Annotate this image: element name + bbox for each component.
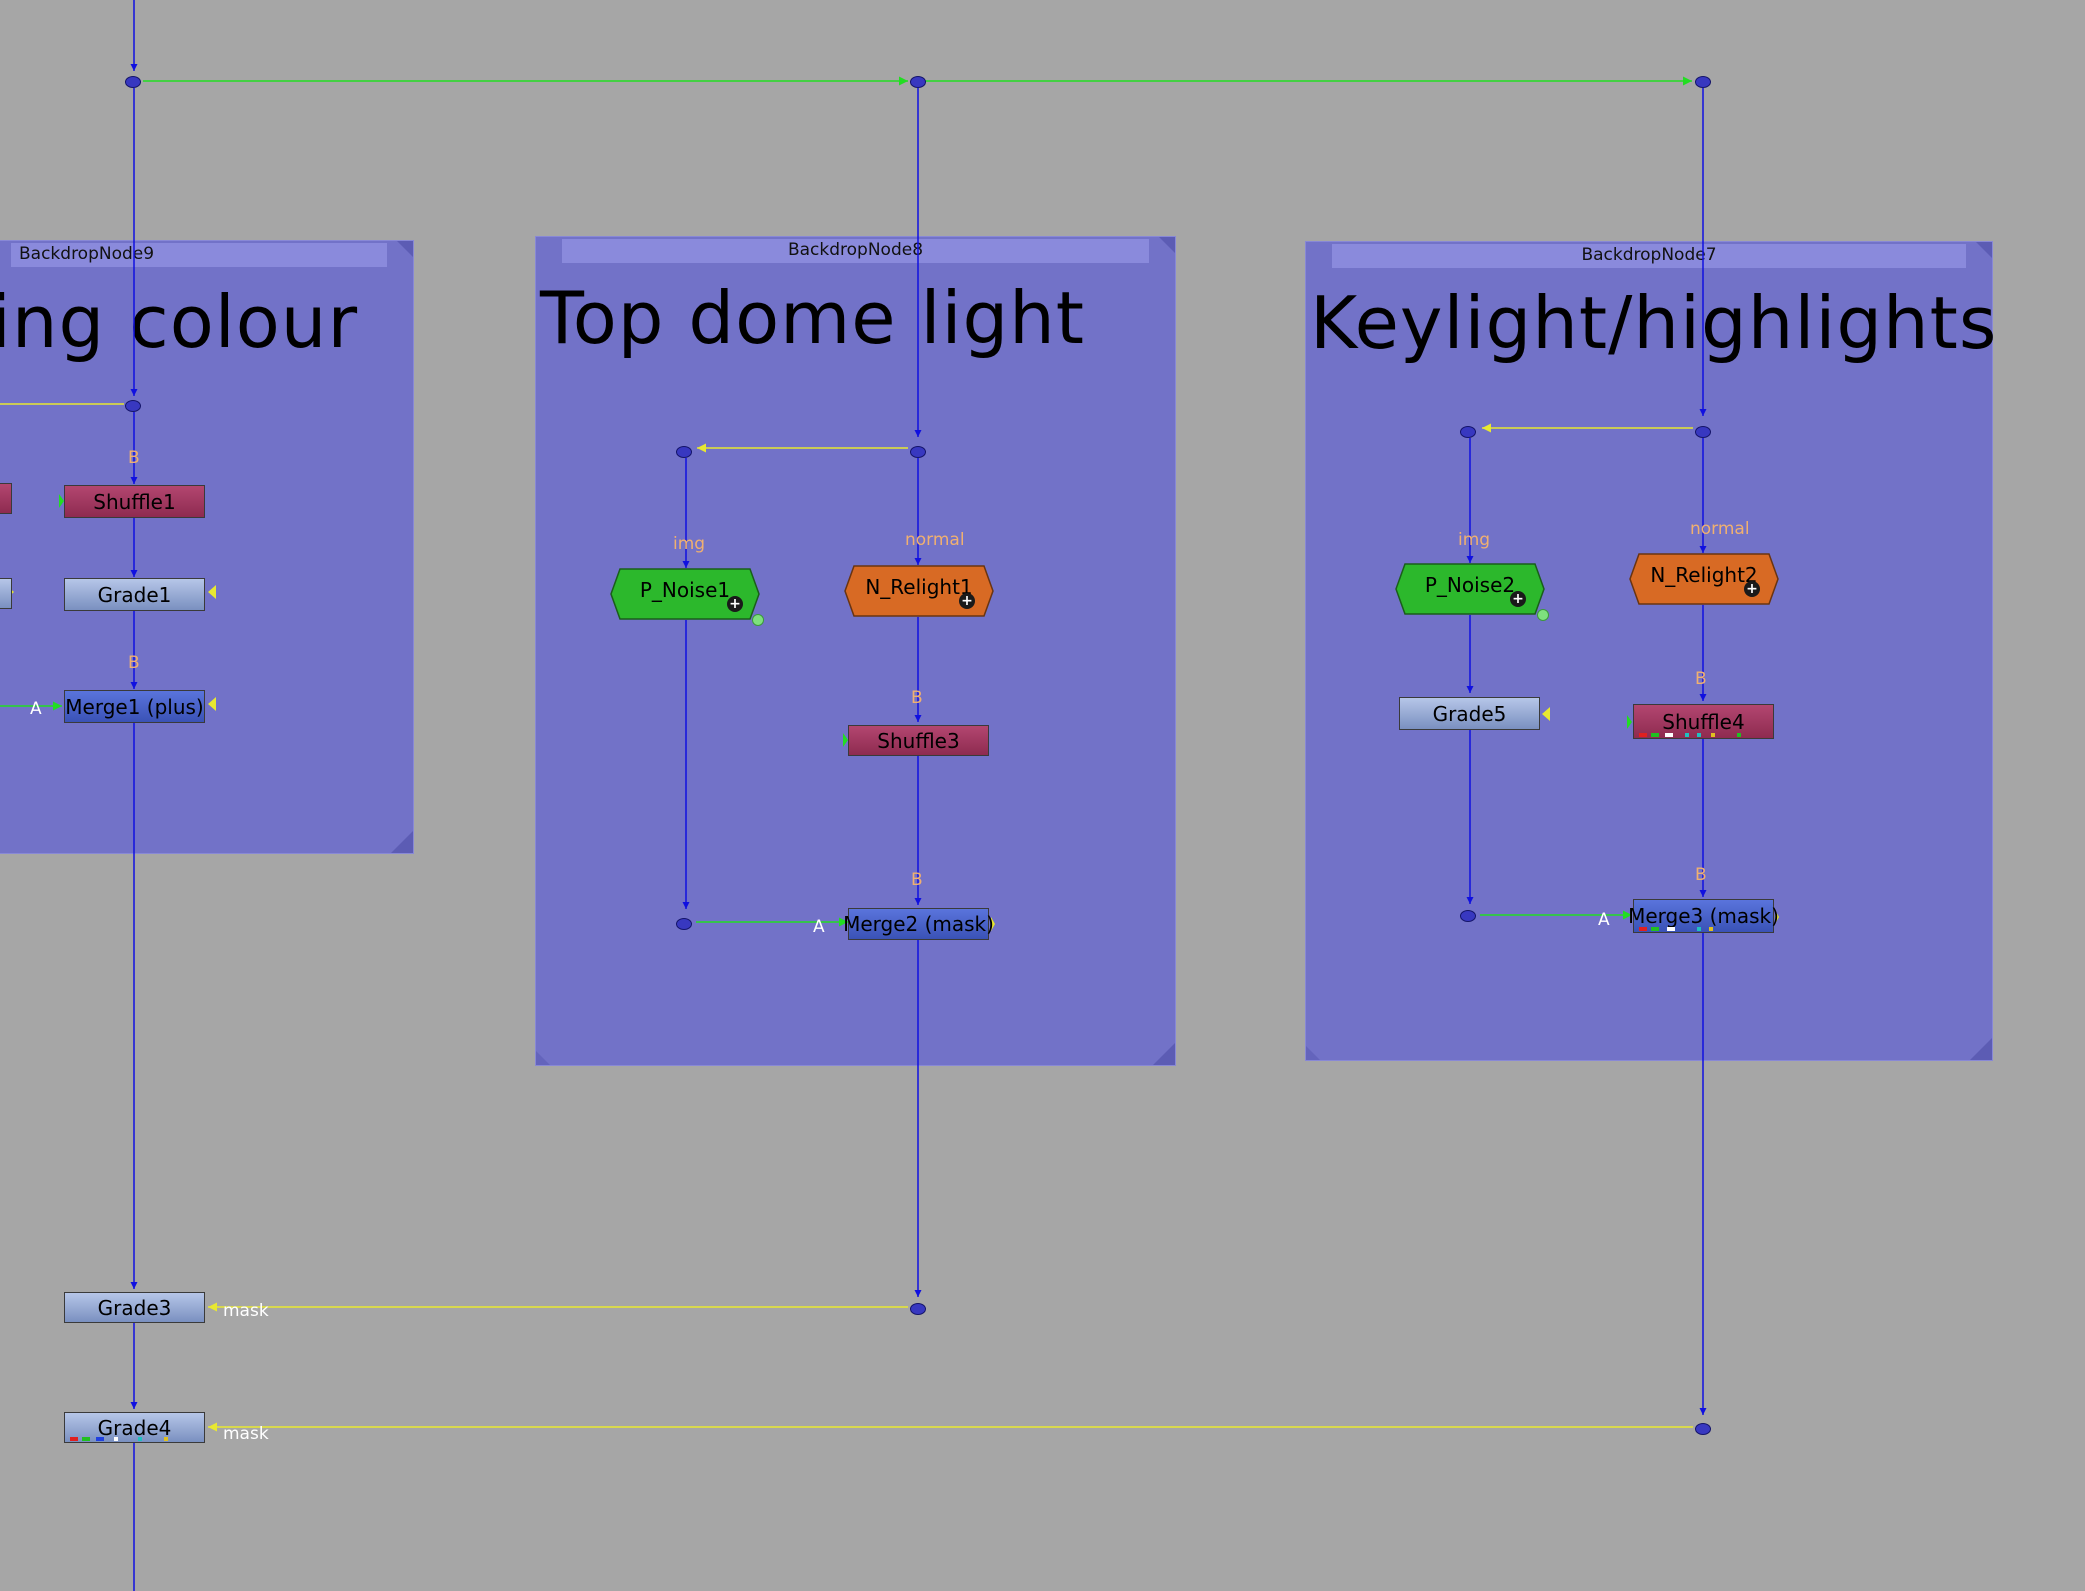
backdrop-header — [562, 239, 1149, 263]
dot-node[interactable] — [910, 76, 926, 88]
backdrop-header — [11, 243, 387, 267]
resize-corner[interactable] — [1159, 237, 1175, 253]
node-merge1[interactable]: Merge1 (plus) — [64, 690, 205, 723]
resize-corner[interactable] — [536, 1051, 550, 1065]
node-label: Merge1 (plus) — [65, 694, 204, 719]
dot-node[interactable] — [676, 918, 692, 930]
input-label-img: img — [1458, 530, 1491, 550]
node-label: N_Relight2 — [1650, 563, 1758, 587]
node-merge2[interactable]: Merge2 (mask) — [843, 908, 994, 940]
backdrop-title: Top dome light — [540, 276, 1086, 360]
dot-node[interactable] — [1460, 426, 1476, 438]
node-grade3[interactable]: Grade3 — [64, 1292, 205, 1323]
dot-node[interactable] — [910, 1303, 926, 1315]
mask-input-arrow[interactable] — [1542, 707, 1550, 721]
node-label: Merge2 (mask) — [843, 912, 994, 936]
node-label: Grade3 — [97, 1295, 172, 1320]
add-icon[interactable]: + — [1744, 581, 1760, 597]
dot-node[interactable] — [1460, 910, 1476, 922]
input-label-b: B — [1695, 669, 1707, 689]
resize-corner[interactable] — [397, 241, 413, 257]
channel-indicator — [1637, 733, 1770, 737]
node-shuffle4[interactable]: Shuffle4 — [1633, 704, 1774, 739]
node-label: Grade5 — [1432, 701, 1507, 726]
input-label-mask: mask — [223, 1301, 269, 1321]
input-label-b: B — [128, 653, 140, 673]
input-label-normal: normal — [1690, 519, 1750, 539]
node-n-relight1[interactable]: N_Relight1 + — [844, 565, 994, 617]
node-grade4[interactable]: Grade4 — [64, 1412, 205, 1443]
backdrop-label: BackdropNode7 — [1581, 245, 1717, 265]
mask-input-arrow[interactable] — [208, 585, 216, 599]
resize-corner[interactable] — [1976, 242, 1992, 258]
node-shuffle3[interactable]: Shuffle3 — [848, 725, 989, 756]
add-icon[interactable]: + — [959, 593, 975, 609]
node-p-noise1[interactable]: P_Noise1 + — [610, 568, 764, 626]
input-label-b: B — [911, 688, 923, 708]
backdrop-label: BackdropNode9 — [19, 244, 155, 264]
node-label: Shuffle3 — [877, 728, 960, 753]
input-label-a: A — [30, 699, 42, 719]
dot-node[interactable] — [1695, 76, 1711, 88]
node-label: N_Relight1 — [865, 575, 973, 599]
node-label: Grade4 — [97, 1415, 172, 1440]
backdrop-node7[interactable]: BackdropNode7 Keylight/highlights — [1305, 241, 1996, 1061]
node-label: Shuffle4 — [1662, 709, 1745, 734]
channel-indicator — [1637, 927, 1770, 931]
backdrop-header — [1332, 244, 1966, 268]
resize-corner[interactable] — [1153, 1043, 1175, 1065]
add-icon[interactable]: + — [1510, 591, 1526, 607]
resize-corner[interactable] — [391, 831, 413, 853]
dot-node[interactable] — [1695, 426, 1711, 438]
node-label: Merge3 (mask) — [1628, 904, 1779, 928]
dot-node[interactable] — [676, 446, 692, 458]
input-label-normal: normal — [905, 530, 965, 550]
dot-node[interactable] — [125, 400, 141, 412]
expression-input-arrow — [843, 733, 848, 747]
node-shuffle1[interactable]: Shuffle1 — [64, 485, 205, 518]
backdrop-node9[interactable]: BackdropNode9 wing colour — [0, 240, 414, 854]
node-label: P_Noise1 — [639, 578, 731, 602]
backdrop-title: Keylight/highlights — [1310, 281, 1998, 365]
expression-input-arrow — [1627, 715, 1632, 729]
node-shape — [610, 568, 760, 620]
node-shape — [1629, 553, 1779, 605]
input-label-b: B — [911, 870, 923, 890]
node-label: Grade1 — [97, 582, 172, 607]
expression-input-arrow — [59, 494, 64, 508]
resize-corner[interactable] — [1306, 1046, 1320, 1060]
mask-input-arrow[interactable] — [1775, 910, 1779, 924]
node-shape — [844, 565, 994, 617]
dot-node[interactable] — [910, 446, 926, 458]
output-icon[interactable] — [1537, 609, 1549, 621]
input-label-a: A — [813, 917, 825, 937]
resize-corner[interactable] — [1970, 1038, 1992, 1060]
output-icon[interactable] — [752, 614, 764, 626]
node-grade1[interactable]: Grade1 — [64, 578, 205, 611]
backdrop-label: BackdropNode8 — [787, 240, 924, 260]
node-grade5[interactable]: Grade5 — [1399, 697, 1540, 730]
input-label-mask: mask — [223, 1424, 269, 1444]
add-icon[interactable]: + — [727, 596, 743, 612]
dot-node[interactable] — [125, 76, 141, 88]
mask-input-arrow[interactable] — [208, 697, 216, 711]
backdrop-title: wing colour — [0, 280, 359, 364]
node-merge3[interactable]: Merge3 (mask) — [1628, 899, 1779, 933]
input-label-b: B — [1695, 865, 1707, 885]
input-label-img: img — [673, 534, 706, 554]
node-n-relight2[interactable]: N_Relight2 + — [1629, 553, 1779, 605]
input-label-b: B — [128, 448, 140, 468]
channel-indicator — [68, 1437, 201, 1441]
dot-node[interactable] — [1695, 1423, 1711, 1435]
input-label-a: A — [1598, 910, 1610, 930]
node-p-noise2[interactable]: P_Noise2 + — [1395, 563, 1549, 621]
node-label: Shuffle1 — [93, 489, 176, 514]
node-offscreen-shuffle[interactable] — [0, 483, 12, 514]
node-offscreen-grade[interactable] — [0, 578, 12, 609]
mask-input-arrow[interactable] — [991, 917, 995, 931]
node-shape — [1395, 563, 1545, 615]
node-label: P_Noise2 — [1424, 573, 1516, 597]
